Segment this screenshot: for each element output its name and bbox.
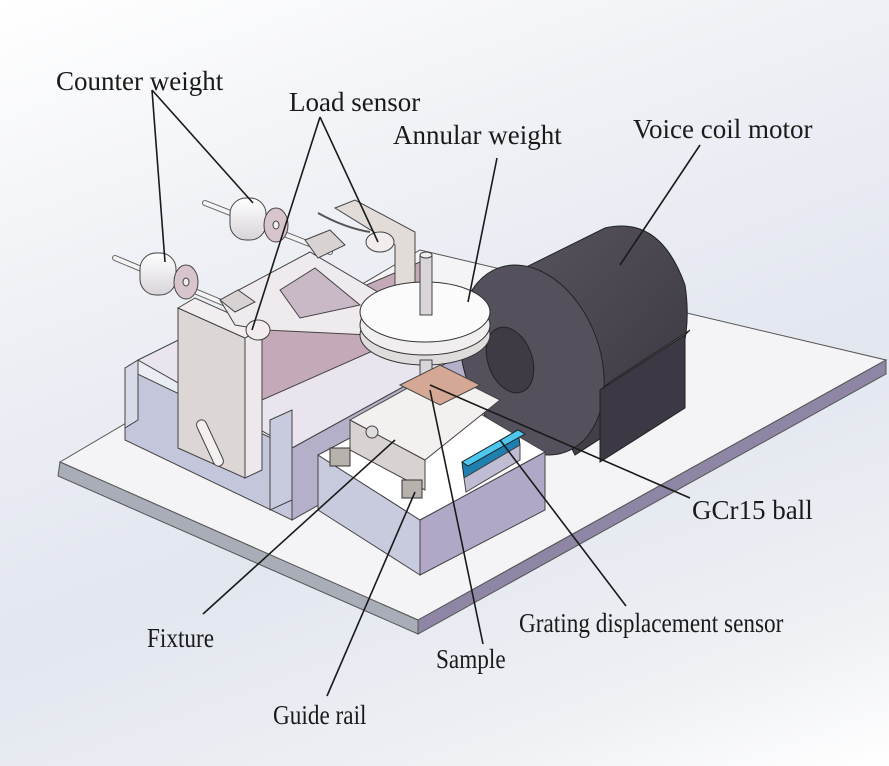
label-load-sensor: Load sensor [289, 87, 421, 117]
label-guide-rail: Guide rail [273, 700, 367, 730]
leader-counter-weight-1 [151, 89, 166, 263]
leader-sample [429, 389, 484, 645]
label-counter-weight: Counter weight [56, 66, 224, 96]
leader-voice-coil-motor [619, 144, 701, 266]
leader-grating-sensor [499, 439, 627, 607]
label-annular-weight: Annular weight [393, 120, 562, 150]
leader-guide-rail [326, 491, 416, 697]
grating-sensor [461, 429, 527, 493]
load-sensor-block [245, 199, 416, 341]
voice-coil-motor [459, 225, 691, 463]
label-voice-coil-motor: Voice coil motor [633, 114, 813, 144]
leader-gcr15-ball [429, 384, 691, 499]
leader-annular-weight [467, 157, 498, 303]
label-sample: Sample [436, 644, 506, 674]
leader-load-sensor-1 [251, 116, 321, 331]
leader-load-sensor-2 [319, 116, 379, 243]
sample-stage [317, 364, 547, 576]
label-gcr15-ball: GCr15 ball [692, 495, 813, 525]
label-grating-displacement-sensor: Grating displacement sensor [519, 608, 784, 638]
lever-arm [219, 229, 401, 336]
leader-lines [151, 89, 701, 697]
leader-fixture [202, 439, 396, 615]
label-fixture: Fixture [147, 623, 215, 653]
guide-rails [329, 447, 423, 499]
annular-weight [359, 251, 491, 391]
leader-counter-weight-2 [151, 89, 254, 204]
counter-weight-back [202, 197, 333, 255]
